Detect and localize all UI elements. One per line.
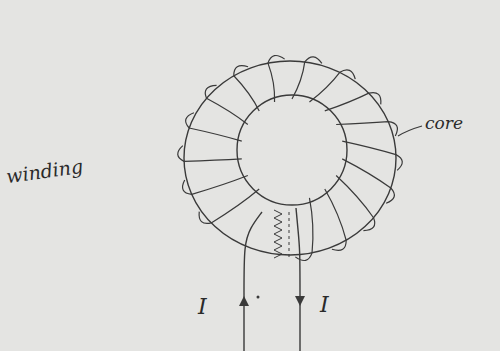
lead-wire [296, 208, 300, 351]
current-arrow [295, 296, 305, 306]
core-outer-edge [184, 61, 396, 255]
winding-turn [336, 122, 397, 136]
winding-turn [268, 55, 285, 102]
lead-wire [244, 212, 262, 351]
winding-turn [199, 189, 259, 223]
core-inner-edge [237, 95, 347, 205]
current-label: I [320, 294, 329, 316]
winding-turn [178, 146, 242, 162]
winding-turn [342, 159, 394, 203]
winding-turn [342, 141, 402, 170]
winding-turn [336, 176, 375, 231]
winding-turn [325, 189, 346, 250]
winding-turn [292, 57, 322, 99]
winding-turn [205, 85, 248, 124]
leader-line [398, 126, 422, 136]
winding-turn [309, 70, 355, 102]
dot-mark [257, 296, 260, 299]
hidden-wire [289, 212, 290, 258]
winding-turn [325, 93, 381, 111]
winding-turn [186, 113, 242, 141]
winding-turn [183, 176, 248, 195]
current-arrow [239, 296, 249, 306]
winding-label: winding [5, 157, 84, 187]
core-label: core [425, 115, 463, 132]
current-label: I [198, 296, 207, 318]
winding-turn [234, 66, 259, 111]
coil-squiggle [274, 210, 282, 258]
